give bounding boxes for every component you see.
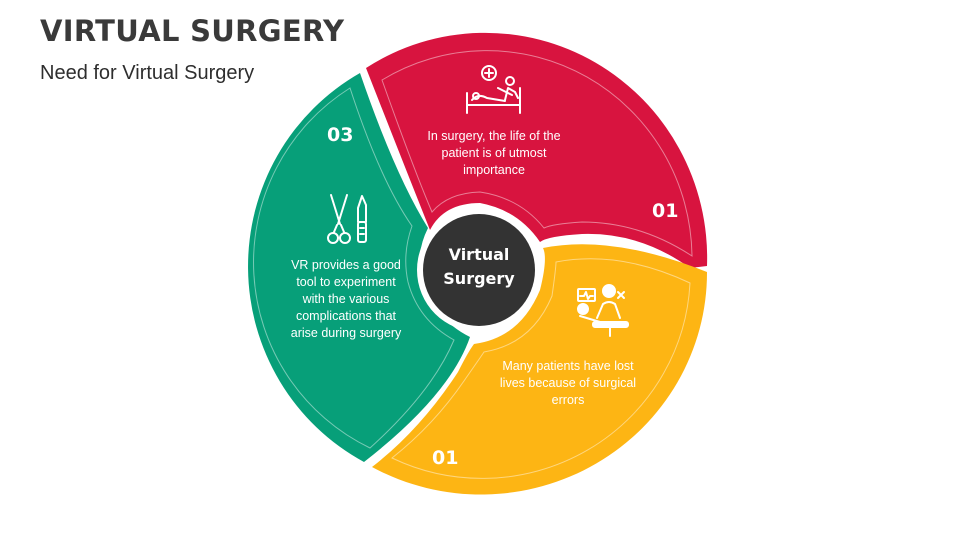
segment-green-number: 03	[327, 124, 354, 146]
segment-yellow-text: Many patients have lost lives because of…	[499, 359, 637, 407]
segment-yellow	[372, 244, 708, 495]
hospital-bed-patient-icon	[466, 65, 521, 114]
segment-red-number: 01	[652, 200, 679, 222]
center-core	[423, 214, 535, 326]
surgeon-operating-patient-icon	[577, 284, 629, 337]
segment-red-text: In surgery, the life of the patient is o…	[427, 129, 561, 177]
page-title: VIRTUAL SURGERY	[40, 14, 345, 48]
scissors-scalpel-icon	[327, 194, 367, 244]
segment-yellow-number: 01	[432, 447, 459, 469]
center-label: Virtual Surgery	[443, 245, 515, 288]
segment-red	[366, 32, 708, 268]
segment-green	[248, 73, 470, 462]
page-subtitle: Need for Virtual Surgery	[40, 62, 255, 84]
segment-green-text: VR provides a good tool to experiment wi…	[290, 258, 402, 340]
